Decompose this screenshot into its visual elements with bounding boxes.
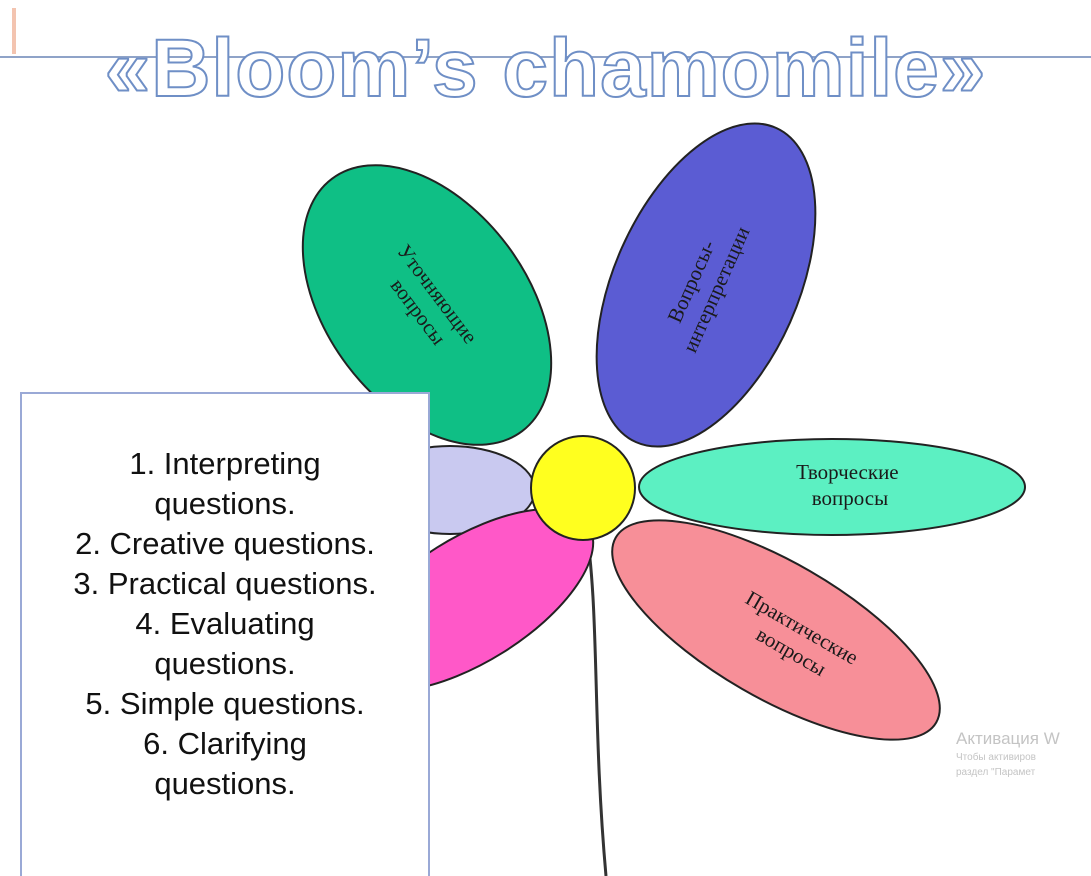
list-item-line: 5. Simple questions.	[85, 686, 365, 721]
flower-center	[530, 435, 636, 541]
list-item-line: questions.	[154, 646, 296, 681]
watermark-line: раздел "Парамет	[956, 767, 1036, 778]
list-item-line: 1. Interpreting	[129, 446, 321, 481]
activation-watermark: Активация W Чтобы активиров раздел "Пара…	[956, 728, 1091, 780]
question-types-list: 1. Interpreting questions. 2. Creative q…	[22, 444, 428, 804]
list-item-line: 6. Clarifying	[143, 726, 307, 761]
flower-stem	[583, 519, 608, 876]
petal-creative: Творческие вопросы	[638, 438, 1026, 536]
petal-label-line: вопросы	[812, 486, 888, 510]
watermark-line: Чтобы активиров	[956, 752, 1036, 763]
list-item-line: 3. Practical questions.	[73, 566, 377, 601]
list-item-line: 4. Evaluating	[135, 606, 315, 641]
list-item: 1. Interpreting questions.	[22, 444, 428, 524]
list-item-line: questions.	[154, 766, 296, 801]
list-item: 2. Creative questions.	[22, 524, 428, 564]
header-divider	[0, 56, 1091, 58]
accent-bar	[12, 8, 16, 54]
slide-title: «Bloom’s chamomile»	[104, 22, 987, 115]
list-item: 3. Practical questions.	[22, 564, 428, 604]
petal-interpreting: Вопросы- интерпретации	[595, 122, 817, 448]
svg-text:Творческие вопросы: Творческие вопросы	[796, 460, 904, 510]
list-item-line: questions.	[154, 486, 296, 521]
watermark-title: Активация W	[956, 729, 1060, 748]
list-item: 6. Clarifying questions.	[22, 724, 428, 804]
list-item: 5. Simple questions.	[22, 684, 428, 724]
question-types-box: 1. Interpreting questions. 2. Creative q…	[20, 392, 430, 876]
list-item: 4. Evaluating questions.	[22, 604, 428, 684]
petal-label-line: Творческие	[796, 460, 899, 484]
petal-practical: Практические вопросы	[611, 519, 941, 741]
petal-clarifying: Уточняющие вопросы	[301, 164, 553, 446]
list-item-line: 2. Creative questions.	[75, 526, 375, 561]
